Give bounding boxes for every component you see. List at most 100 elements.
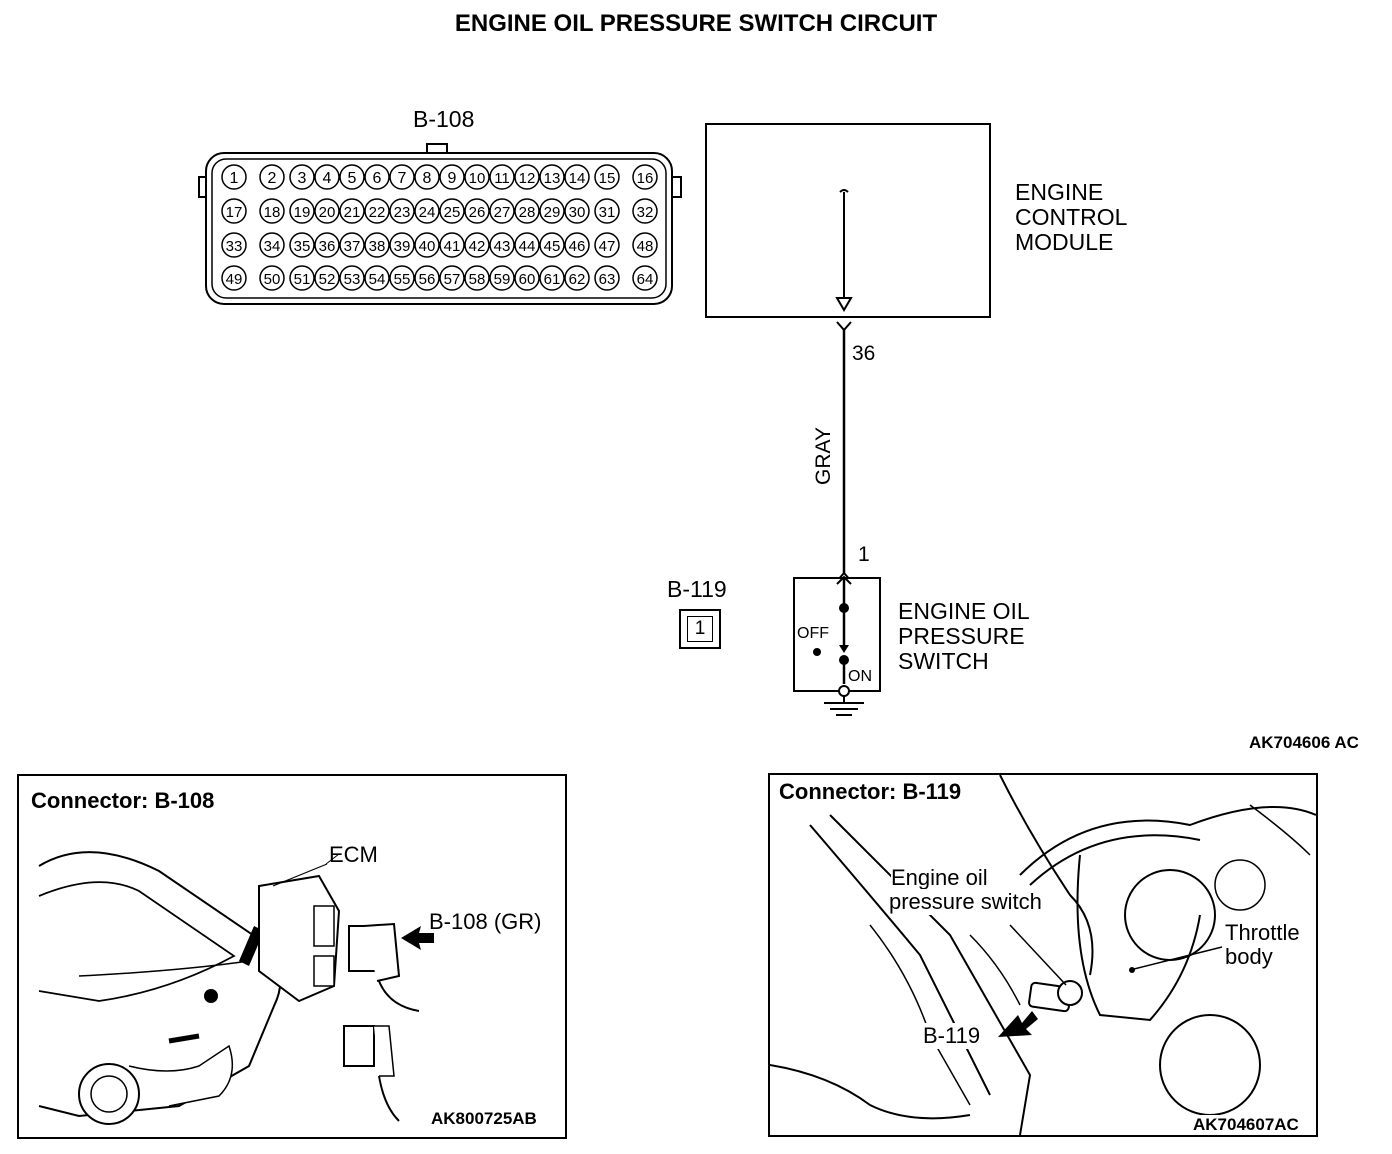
throttle-callout-line2: body [1225, 944, 1273, 970]
pin-circle [289, 198, 315, 224]
pin-number: 45 [544, 238, 561, 255]
pin-number: 35 [294, 238, 311, 255]
pin-circle [221, 232, 247, 258]
pin-circle [439, 232, 465, 258]
switch-label-line3: SWITCH [898, 648, 989, 674]
ecm-label-line3: MODULE [1015, 229, 1114, 255]
engine-bay-illustration [770, 775, 1316, 1135]
switch-on-label: ON [848, 668, 872, 685]
pin-number: 52 [319, 271, 336, 288]
pin-circle [339, 265, 365, 291]
pin-circle [539, 164, 565, 190]
pin-circle [414, 198, 440, 224]
pin-circle [514, 265, 540, 291]
switch-label-line1: ENGINE OIL [898, 598, 1030, 624]
pin-circle [221, 198, 247, 224]
ecm-box [705, 123, 991, 318]
pin-circle [339, 198, 365, 224]
circuit-wiring [705, 123, 991, 716]
ecm-label-line1: ENGINE [1015, 179, 1104, 205]
pin-number: 1 [230, 170, 239, 187]
pin-circle [632, 198, 658, 224]
pin-circle [594, 164, 620, 190]
pin-circle [364, 265, 390, 291]
pin-number: 28 [519, 204, 536, 221]
pin-number: 17 [226, 204, 243, 221]
pin-number: 31 [599, 204, 616, 221]
pin-circle [514, 198, 540, 224]
pin-number: 60 [519, 271, 536, 288]
pin-number: 10 [469, 170, 486, 187]
pin-number: 48 [637, 238, 654, 255]
pin-number: 12 [519, 170, 536, 187]
pin-circle [632, 265, 658, 291]
pin-number: 9 [448, 170, 457, 187]
pin-number: 8 [423, 170, 432, 187]
switch-callout-line1: Engine oil [891, 865, 988, 891]
pin-circle [289, 232, 315, 258]
pin-number: 30 [569, 204, 586, 221]
pin-circle [594, 198, 620, 224]
pin-circle [464, 198, 490, 224]
panel-b108-title: Connector: B-108 [31, 788, 215, 813]
pin-number: 11 [494, 170, 510, 187]
connector-b119-face: 1 [679, 609, 721, 649]
pin-circle [439, 164, 465, 190]
b108-callout-label: B-108 (GR) [429, 909, 542, 934]
pin-number: 15 [599, 170, 616, 187]
pin-number: 5 [348, 170, 357, 187]
switch-box [793, 577, 881, 692]
pin-circle [594, 232, 620, 258]
pin-circle [439, 265, 465, 291]
pin-number: 50 [264, 271, 281, 288]
pin-circle [632, 232, 658, 258]
pin-circle [439, 198, 465, 224]
pin-circle [564, 232, 590, 258]
connector-b119-label: B-119 [667, 576, 727, 602]
car-ecm-illustration [38, 851, 434, 1125]
pin-circle [594, 265, 620, 291]
switch-callout-line2: pressure switch [889, 889, 1042, 915]
pin-number: 42 [469, 238, 486, 255]
pin-number: 55 [394, 271, 411, 288]
pin-number: 24 [419, 204, 436, 221]
pin-circle [539, 265, 565, 291]
pin-number: 38 [369, 238, 386, 255]
pin-number: 23 [394, 204, 411, 221]
pin-number: 26 [469, 204, 486, 221]
pin-number: 25 [444, 204, 461, 221]
pin-number: 3 [298, 170, 307, 187]
diagram-title: ENGINE OIL PRESSURE SWITCH CIRCUIT [454, 10, 938, 37]
pin-number: 44 [519, 238, 536, 255]
pin-number: 58 [469, 271, 486, 288]
pin-number: 19 [294, 204, 311, 221]
b119-callout-label: B-119 [923, 1023, 981, 1049]
pin-circle [259, 232, 285, 258]
pin-number: 16 [637, 170, 654, 187]
pin-number: 59 [494, 271, 511, 288]
pin-number: 53 [344, 271, 361, 288]
pin-circle [514, 232, 540, 258]
ecm-callout-label: ECM [329, 842, 378, 867]
pin-circle [489, 265, 515, 291]
pin-circle [464, 232, 490, 258]
pin-number: 20 [319, 204, 336, 221]
pin-circle [314, 198, 340, 224]
panel-b119-ref: AK704607AC [1193, 1115, 1299, 1135]
pin-circle [314, 265, 340, 291]
ecm-terminal-36: 36 [852, 342, 876, 365]
pin-number: 43 [494, 238, 511, 255]
pin-circle [259, 265, 285, 291]
pin-circle [632, 164, 658, 190]
pin-number: 47 [599, 238, 616, 255]
pin-number: 32 [637, 204, 654, 221]
pin-circle [414, 164, 440, 190]
pin-circle [364, 198, 390, 224]
pin-number: 14 [569, 170, 586, 187]
pin-circle [489, 198, 515, 224]
pin-circle [289, 164, 315, 190]
pin-circle [514, 164, 540, 190]
pin-circle [389, 232, 415, 258]
